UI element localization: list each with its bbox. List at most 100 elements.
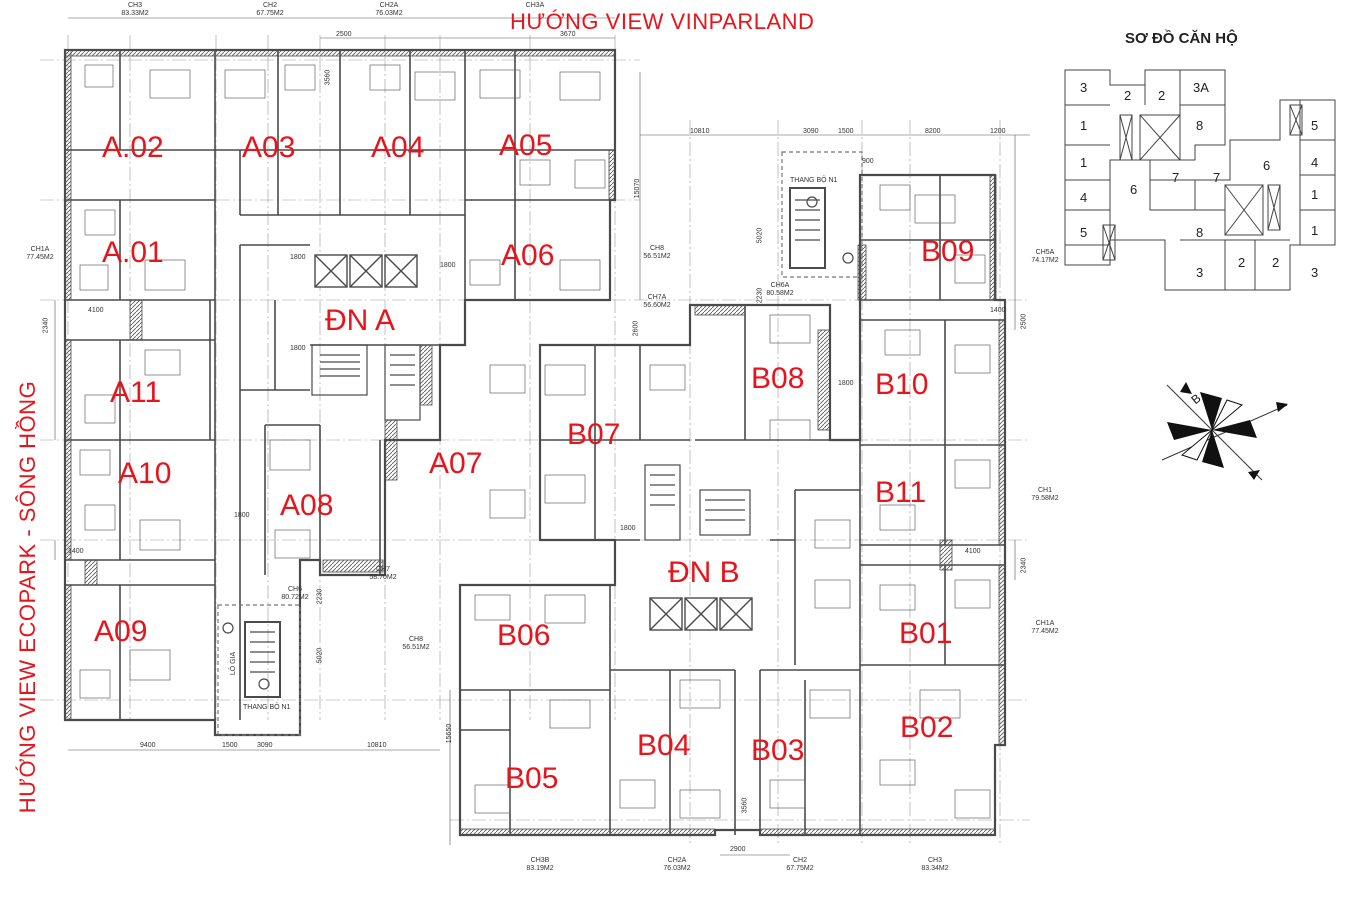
- dimension-label: 2600: [632, 320, 640, 337]
- elevators-a: [314, 254, 418, 288]
- unit-label-b09: B09: [921, 235, 975, 268]
- unit-label-a08: A08: [280, 489, 334, 522]
- key-cell: 5: [1080, 225, 1088, 240]
- elevators-b: [649, 597, 753, 631]
- dimension-label: 2230: [316, 588, 324, 605]
- key-cell: 6: [1263, 158, 1271, 173]
- key-cell: 8: [1196, 118, 1204, 133]
- dimension-label: 5020: [316, 647, 324, 664]
- unit-label-a05: A05: [499, 129, 553, 162]
- key-cell: 5: [1311, 118, 1319, 133]
- dimension-label: 1800: [234, 512, 250, 519]
- key-cell: 4: [1311, 155, 1319, 170]
- unit-label-b03: B03: [751, 734, 805, 767]
- dimension-label: 1400: [990, 307, 1006, 314]
- dimension-label: 3090: [803, 128, 819, 135]
- stair-label-n1-top: THANG BỘ N1: [790, 177, 838, 184]
- unit-label-b11: B11: [875, 476, 927, 509]
- unit-label-a02: A.02: [102, 131, 164, 164]
- title-left: HƯỚNG VIEW ECOPARK - SÔNG HỒNG: [15, 380, 40, 814]
- balconies-b: [459, 174, 1006, 836]
- unit-label-b06: B06: [497, 619, 551, 652]
- key-cell: 7: [1213, 170, 1221, 185]
- stair-label-n1-bottom: THANG BỘ N1: [243, 704, 291, 711]
- key-cell: 2: [1124, 88, 1132, 103]
- dimension-label: 10810: [367, 742, 387, 749]
- dimension-label: 1500: [222, 742, 238, 749]
- dimension-label: 2340: [42, 317, 50, 334]
- stair-core-b: [644, 464, 751, 541]
- dimension-label: 4100: [965, 548, 981, 555]
- dimension-label: 15070: [634, 178, 642, 199]
- unit-label-a07: A07: [429, 447, 483, 480]
- dimension-lines: [54, 17, 1030, 856]
- tower-a-walls: [65, 50, 615, 720]
- unit-label-dnb: ĐN B: [668, 556, 740, 589]
- unit-label-a11: A11: [110, 376, 162, 409]
- dimension-label: 1400: [68, 548, 84, 555]
- stair-n1-bottom: [217, 604, 301, 736]
- title-top: HƯỚNG VIEW VINPARLAND: [510, 9, 815, 34]
- stair-n1-top: [781, 151, 863, 278]
- unit-label-b01: B01: [899, 617, 953, 650]
- dimension-label: 3090: [257, 742, 273, 749]
- area-tag: CH3A: [525, 2, 545, 9]
- key-plan-title: SƠ ĐỒ CĂN HỘ: [1125, 30, 1238, 47]
- unit-label-a09: A09: [94, 615, 148, 648]
- dimension-label: 3670: [560, 31, 576, 38]
- dimension-label: 900: [862, 158, 874, 165]
- key-cell: 4: [1080, 190, 1088, 205]
- dimension-label: 3560: [741, 797, 749, 814]
- dimension-label: 1500: [838, 128, 854, 135]
- unit-label-b02: B02: [900, 711, 954, 744]
- unit-label-a06: A06: [501, 239, 555, 272]
- key-cell: 7: [1172, 170, 1180, 185]
- dimension-label: 9400: [140, 742, 156, 749]
- key-cell: 3: [1196, 265, 1204, 280]
- unit-label-a10: A10: [118, 457, 172, 490]
- dimension-label: 3560: [324, 69, 332, 86]
- unit-label-b08: B08: [751, 362, 805, 395]
- dimension-label: 1800: [440, 262, 456, 269]
- dimension-label: 10810: [690, 128, 710, 135]
- key-cell: 3: [1080, 80, 1088, 95]
- unit-label-b07: B07: [567, 418, 621, 451]
- dimension-label: 2500: [1020, 313, 1028, 330]
- dimension-label: 4100: [88, 307, 104, 314]
- dimension-label: 2340: [1020, 557, 1028, 574]
- unit-label-b05: B05: [505, 762, 559, 795]
- key-cell: 1: [1080, 118, 1088, 133]
- dimension-label: 2500: [336, 31, 352, 38]
- key-plan: [1064, 69, 1336, 291]
- dimension-label: 15650: [446, 723, 454, 744]
- unit-label-b04: B04: [637, 729, 691, 762]
- stair-core-a: [311, 344, 421, 421]
- unit-label-b10: B10: [875, 368, 929, 401]
- key-cell: 1: [1311, 223, 1319, 238]
- dimension-label: 2900: [730, 846, 746, 853]
- dimension-label: 1800: [290, 254, 306, 261]
- key-cell: 6: [1130, 182, 1138, 197]
- unit-label-a04: A04: [371, 131, 425, 164]
- compass-icon: [1161, 382, 1288, 481]
- key-cell: 2: [1238, 255, 1246, 270]
- key-cell: 3A: [1193, 80, 1209, 95]
- dimension-label: 1800: [620, 525, 636, 532]
- balconies-a: [64, 49, 616, 721]
